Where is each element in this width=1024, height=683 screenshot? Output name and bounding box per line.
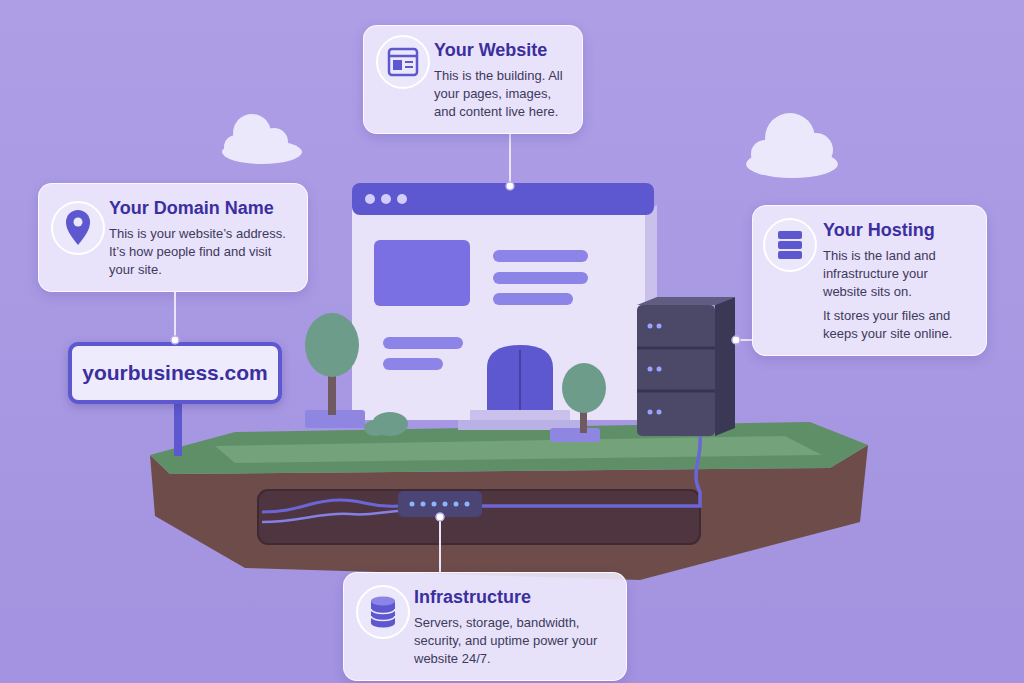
cloud-part bbox=[751, 140, 779, 168]
server-rack bbox=[637, 305, 715, 436]
switch-lights bbox=[410, 502, 470, 507]
light bbox=[410, 502, 415, 507]
server-divider bbox=[637, 347, 715, 350]
website-callout: Your WebsiteThis is the building. All yo… bbox=[363, 25, 583, 134]
callout-heading: Your Domain Name bbox=[109, 198, 295, 219]
light bbox=[657, 367, 662, 372]
browser-dot bbox=[381, 194, 391, 204]
callout-body: Servers, storage, bandwidth, security, a… bbox=[414, 614, 614, 668]
server-side bbox=[715, 297, 735, 436]
tree-crown bbox=[305, 313, 359, 377]
browser-dot bbox=[397, 194, 407, 204]
leader-line bbox=[171, 292, 179, 344]
leader-dot bbox=[506, 182, 514, 190]
image-block bbox=[374, 240, 470, 306]
bush bbox=[364, 420, 386, 436]
pin-icon bbox=[66, 210, 90, 245]
planter bbox=[550, 428, 600, 442]
callout-body: This is the building. All your pages, im… bbox=[434, 67, 570, 121]
window-icon-bar bbox=[389, 55, 417, 58]
callout-heading: Your Website bbox=[434, 40, 570, 61]
window-icon bbox=[389, 49, 417, 75]
cloud-part bbox=[799, 133, 833, 167]
hosting-callout: Your HostingThis is the land and infrast… bbox=[752, 205, 987, 356]
leader-dot bbox=[171, 336, 179, 344]
cylinder-body bbox=[371, 601, 395, 628]
sign-post bbox=[174, 402, 182, 456]
light bbox=[648, 324, 653, 329]
cylinder-rings bbox=[371, 609, 395, 621]
server-icon-unit bbox=[778, 241, 802, 249]
cloud bbox=[746, 113, 838, 178]
server-lights bbox=[648, 324, 662, 415]
browser-bar bbox=[352, 183, 654, 215]
light bbox=[443, 502, 448, 507]
building-body bbox=[352, 195, 645, 420]
location-icon bbox=[52, 202, 104, 254]
light bbox=[465, 502, 470, 507]
server-icon-unit bbox=[778, 231, 802, 239]
leader-dot bbox=[436, 513, 444, 521]
light bbox=[657, 410, 662, 415]
cable bbox=[482, 436, 700, 506]
pin-hole bbox=[74, 218, 83, 227]
icon-circle bbox=[764, 219, 816, 271]
light bbox=[421, 502, 426, 507]
icon-circle bbox=[377, 36, 429, 88]
callout-body: It stores your files and keeps your site… bbox=[823, 307, 974, 343]
callout-heading: Infrastructure bbox=[414, 587, 614, 608]
callout-body: This is your website’s address. It’s how… bbox=[109, 225, 295, 279]
window-icon-line bbox=[405, 61, 413, 63]
leader-line bbox=[509, 133, 511, 184]
leader-dot bbox=[732, 336, 740, 344]
server-icon-unit bbox=[778, 251, 802, 259]
icon-circle bbox=[357, 586, 409, 638]
text-line bbox=[493, 250, 588, 262]
website-icon bbox=[377, 36, 429, 88]
wire bbox=[262, 511, 398, 522]
database-icon bbox=[357, 586, 409, 638]
cloud-part bbox=[260, 128, 288, 156]
icon-circle bbox=[52, 202, 104, 254]
ground-grass-light bbox=[215, 436, 822, 463]
infrastructure-callout: InfrastructureServers, storage, bandwidt… bbox=[343, 572, 627, 681]
leader-lines bbox=[440, 133, 752, 572]
sign-text: yourbusiness.com bbox=[82, 361, 268, 385]
leader-line bbox=[439, 517, 441, 572]
callout-body: This is the land and infrastructure your… bbox=[823, 247, 974, 301]
light bbox=[432, 502, 437, 507]
light bbox=[648, 410, 653, 415]
door bbox=[487, 345, 553, 410]
light bbox=[454, 502, 459, 507]
light bbox=[657, 324, 662, 329]
cloud bbox=[222, 114, 302, 164]
domain-sign: yourbusiness.com bbox=[68, 342, 282, 404]
light bbox=[648, 367, 653, 372]
leader-dots bbox=[436, 182, 740, 521]
cloud-part bbox=[224, 135, 248, 159]
text-line bbox=[493, 272, 588, 284]
wire bbox=[262, 500, 398, 512]
server-icon bbox=[764, 219, 816, 271]
server-divider bbox=[637, 390, 715, 393]
window-icon-block bbox=[393, 60, 402, 70]
browser-dot bbox=[365, 194, 375, 204]
text-line bbox=[383, 358, 443, 370]
connector-line bbox=[174, 292, 176, 342]
tree-crown bbox=[562, 363, 606, 413]
cylinder-top bbox=[371, 597, 395, 606]
door-split bbox=[519, 350, 521, 410]
underground-tunnel bbox=[258, 490, 700, 544]
text-line bbox=[493, 293, 573, 305]
domain-callout: Your Domain NameThis is your website’s a… bbox=[38, 183, 308, 292]
callout-heading: Your Hosting bbox=[823, 220, 974, 241]
step bbox=[470, 410, 570, 420]
window-icon-line bbox=[405, 66, 413, 68]
text-line bbox=[383, 337, 463, 349]
